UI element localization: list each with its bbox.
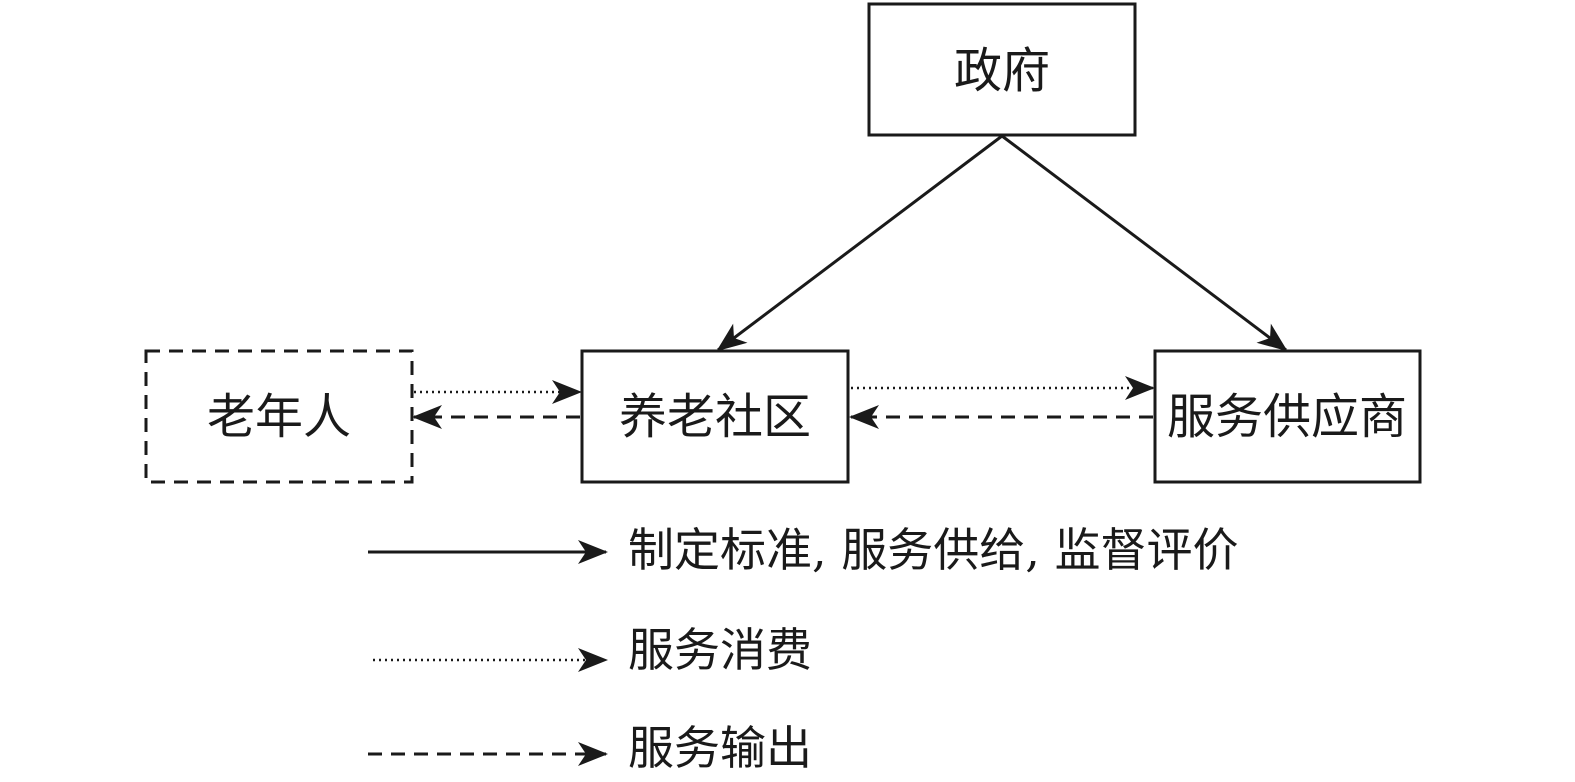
government-node-label: 政府 xyxy=(954,43,1050,99)
edge-government-to-provider xyxy=(1001,134,1288,352)
edge-government-to-community xyxy=(716,134,1003,352)
legend: 制定标准, 服务供给, 监督评价 服务消费 服务输出 xyxy=(368,523,1239,775)
legend-dashed-label: 服务输出 xyxy=(628,721,812,775)
elderly-node: 老年人 xyxy=(144,349,414,484)
elderly-node-label: 老年人 xyxy=(207,389,351,445)
legend-item-solid: 制定标准, 服务供给, 监督评价 xyxy=(368,523,1239,577)
legend-dotted-label: 服务消费 xyxy=(628,623,812,677)
legend-item-dashed: 服务输出 xyxy=(368,721,812,775)
provider-node-label: 服务供应商 xyxy=(1167,389,1407,445)
government-node: 政府 xyxy=(867,2,1137,137)
provider-node: 服务供应商 xyxy=(1153,349,1422,484)
community-node: 养老社区 xyxy=(580,349,850,484)
legend-item-dotted: 服务消费 xyxy=(373,623,812,677)
community-node-label: 养老社区 xyxy=(619,389,811,445)
legend-solid-label: 制定标准, 服务供给, 监督评价 xyxy=(628,523,1239,577)
